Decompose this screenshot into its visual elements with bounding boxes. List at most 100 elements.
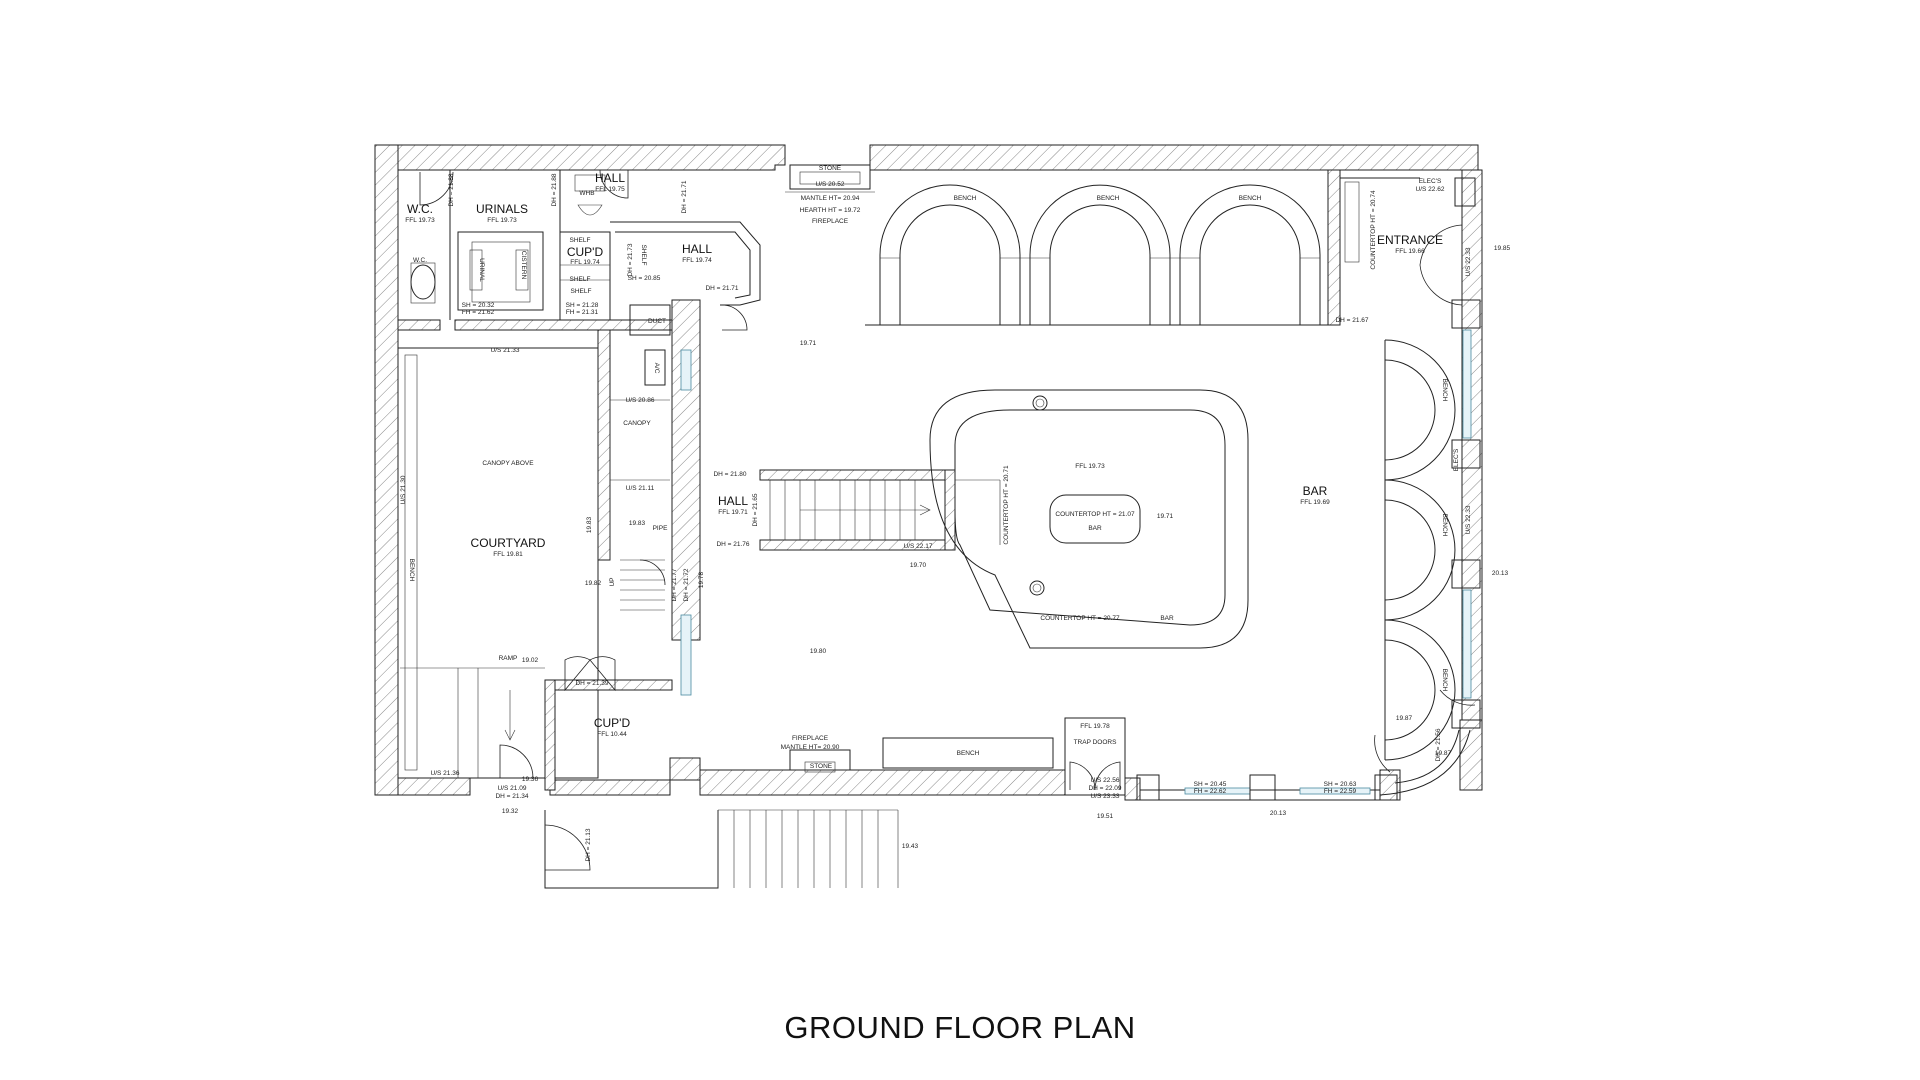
svg-text:FH = 21.62: FH = 21.62 [462, 309, 495, 316]
svg-text:19.51: 19.51 [1097, 813, 1114, 820]
svg-text:DH = 21.77: DH = 21.77 [671, 568, 678, 601]
svg-text:FFL 19.66: FFL 19.66 [1395, 248, 1425, 255]
svg-text:DH = 21.71: DH = 21.71 [681, 180, 688, 213]
svg-text:PIPE: PIPE [653, 525, 668, 532]
svg-text:U/S 23.33: U/S 23.33 [1091, 793, 1120, 800]
svg-text:BAR: BAR [1088, 525, 1102, 532]
svg-text:FFL 19.74: FFL 19.74 [682, 257, 712, 264]
svg-text:19.78: 19.78 [698, 571, 705, 588]
svg-text:FFL 19.73: FFL 19.73 [1075, 463, 1105, 470]
svg-text:SH = 20.63: SH = 20.63 [1324, 781, 1357, 788]
svg-text:MANTLE HT= 20.90: MANTLE HT= 20.90 [781, 744, 840, 751]
svg-text:U/S 21.33: U/S 21.33 [491, 347, 520, 354]
svg-text:DH = 21.71: DH = 21.71 [705, 285, 738, 292]
room-urinals: URINALS [476, 202, 528, 216]
bar-counter [929, 389, 1249, 649]
svg-text:BENCH: BENCH [1097, 195, 1120, 202]
room-courtyard: COURTYARD [471, 536, 546, 550]
svg-text:HEARTH HT = 19.72: HEARTH HT = 19.72 [800, 207, 861, 214]
svg-text:COUNTERTOP HT = 20.77: COUNTERTOP HT = 20.77 [1040, 615, 1120, 622]
courtyard-area [397, 347, 899, 889]
svg-text:DH = 21.88: DH = 21.88 [551, 173, 558, 206]
svg-text:U/S 22.17: U/S 22.17 [904, 543, 933, 550]
svg-text:19.36: 19.36 [522, 776, 539, 783]
svg-text:20.13: 20.13 [1492, 570, 1509, 577]
entrance-area [1327, 169, 1476, 326]
svg-text:DH = 21.65: DH = 21.65 [752, 493, 759, 526]
svg-text:U/S 20.86: U/S 20.86 [626, 397, 655, 404]
svg-text:DH = 22.09: DH = 22.09 [1088, 785, 1121, 792]
svg-text:BENCH: BENCH [408, 559, 415, 582]
svg-text:19.82: 19.82 [585, 580, 602, 587]
svg-text:DH = 21.34: DH = 21.34 [495, 793, 528, 800]
svg-text:DH = 21.39: DH = 21.39 [575, 680, 608, 687]
svg-text:BENCH: BENCH [1239, 195, 1262, 202]
svg-text:U/S 21.09: U/S 21.09 [498, 785, 527, 792]
svg-text:DH = 21.72: DH = 21.72 [683, 568, 690, 601]
svg-text:SHELF: SHELF [570, 276, 591, 283]
svg-text:SHELF: SHELF [570, 237, 591, 244]
svg-text:UP: UP [609, 577, 616, 586]
svg-text:U/S 21.30: U/S 21.30 [400, 475, 407, 504]
room-hall-mid: HALL [718, 494, 748, 508]
svg-text:COUNTERTOP HT = 20.71: COUNTERTOP HT = 20.71 [1003, 465, 1010, 545]
svg-text:DH = 21.76: DH = 21.76 [716, 541, 749, 548]
toilet-block [397, 169, 761, 331]
curved-corner-wall [1136, 729, 1471, 801]
room-cupd-top: CUP'D [567, 245, 604, 259]
svg-text:BENCH: BENCH [1441, 379, 1448, 402]
svg-text:FH = 22.59: FH = 22.59 [1324, 788, 1357, 795]
svg-text:FIREPLACE: FIREPLACE [792, 735, 829, 742]
svg-text:SH = 21.28: SH = 21.28 [566, 302, 599, 309]
svg-text:ELEC'S: ELEC'S [1419, 178, 1442, 185]
central-stair [759, 469, 1001, 551]
room-bar: BAR [1303, 484, 1328, 498]
svg-text:ELEC'S: ELEC'S [1453, 448, 1460, 471]
svg-text:19.71: 19.71 [800, 340, 817, 347]
plan-title: GROUND FLOOR PLAN [784, 1010, 1136, 1045]
svg-text:U/S 22.62: U/S 22.62 [1416, 186, 1445, 193]
svg-text:DH = 21.13: DH = 21.13 [585, 828, 592, 861]
svg-text:BENCH: BENCH [954, 195, 977, 202]
svg-text:BENCH: BENCH [1441, 514, 1448, 537]
room-labels: W.C. FFL 19.73 URINALS FFL 19.73 HALL FF… [405, 171, 1443, 738]
svg-text:19.87: 19.87 [1435, 750, 1452, 757]
svg-text:19.70: 19.70 [910, 562, 927, 569]
svg-text:19.80: 19.80 [810, 648, 827, 655]
svg-text:FH = 22.62: FH = 22.62 [1194, 788, 1227, 795]
svg-text:SH = 20.85: SH = 20.85 [628, 275, 661, 282]
svg-text:CANOPY ABOVE: CANOPY ABOVE [482, 460, 534, 467]
svg-text:DH = 21.73: DH = 21.73 [627, 243, 634, 276]
svg-text:DH = 21.80: DH = 21.80 [713, 471, 746, 478]
svg-text:FIREPLACE: FIREPLACE [812, 218, 849, 225]
bottom-fireplace-bench [789, 717, 1126, 796]
room-hall-top-right: HALL [682, 242, 712, 256]
room-cupd-bottom: CUP'D [594, 716, 631, 730]
svg-text:COUNTERTOP HT = 21.07: COUNTERTOP HT = 21.07 [1055, 511, 1135, 518]
svg-text:U/S 21.36: U/S 21.36 [431, 770, 460, 777]
svg-text:19.83: 19.83 [629, 520, 646, 527]
svg-text:U/S 22.33: U/S 22.33 [1465, 247, 1472, 276]
svg-text:STONE: STONE [810, 763, 833, 770]
service-core [597, 299, 701, 696]
svg-text:FFL 10.44: FFL 10.44 [597, 731, 627, 738]
svg-text:19.02: 19.02 [522, 657, 539, 664]
svg-text:FFL 19.81: FFL 19.81 [493, 551, 523, 558]
svg-text:U/S 21.11: U/S 21.11 [626, 485, 655, 492]
svg-text:U/S 22.33: U/S 22.33 [1465, 505, 1472, 534]
svg-text:19.83: 19.83 [586, 516, 593, 533]
svg-text:FFL 19.73: FFL 19.73 [487, 217, 517, 224]
svg-text:20.13: 20.13 [1270, 810, 1287, 817]
svg-text:DH = 21.88: DH = 21.88 [448, 173, 455, 206]
svg-text:TRAP DOORS: TRAP DOORS [1074, 739, 1118, 746]
svg-text:MANTLE HT= 20.94: MANTLE HT= 20.94 [801, 195, 860, 202]
svg-text:BAR: BAR [1160, 615, 1174, 622]
svg-text:FFL 19.75: FFL 19.75 [595, 186, 625, 193]
svg-text:WHB: WHB [579, 190, 594, 197]
svg-text:FFL 19.74: FFL 19.74 [570, 259, 600, 266]
top-fireplace [785, 164, 875, 193]
svg-text:A/C: A/C [653, 363, 660, 374]
svg-text:19.85: 19.85 [1494, 245, 1511, 252]
svg-text:BENCH: BENCH [1441, 669, 1448, 692]
